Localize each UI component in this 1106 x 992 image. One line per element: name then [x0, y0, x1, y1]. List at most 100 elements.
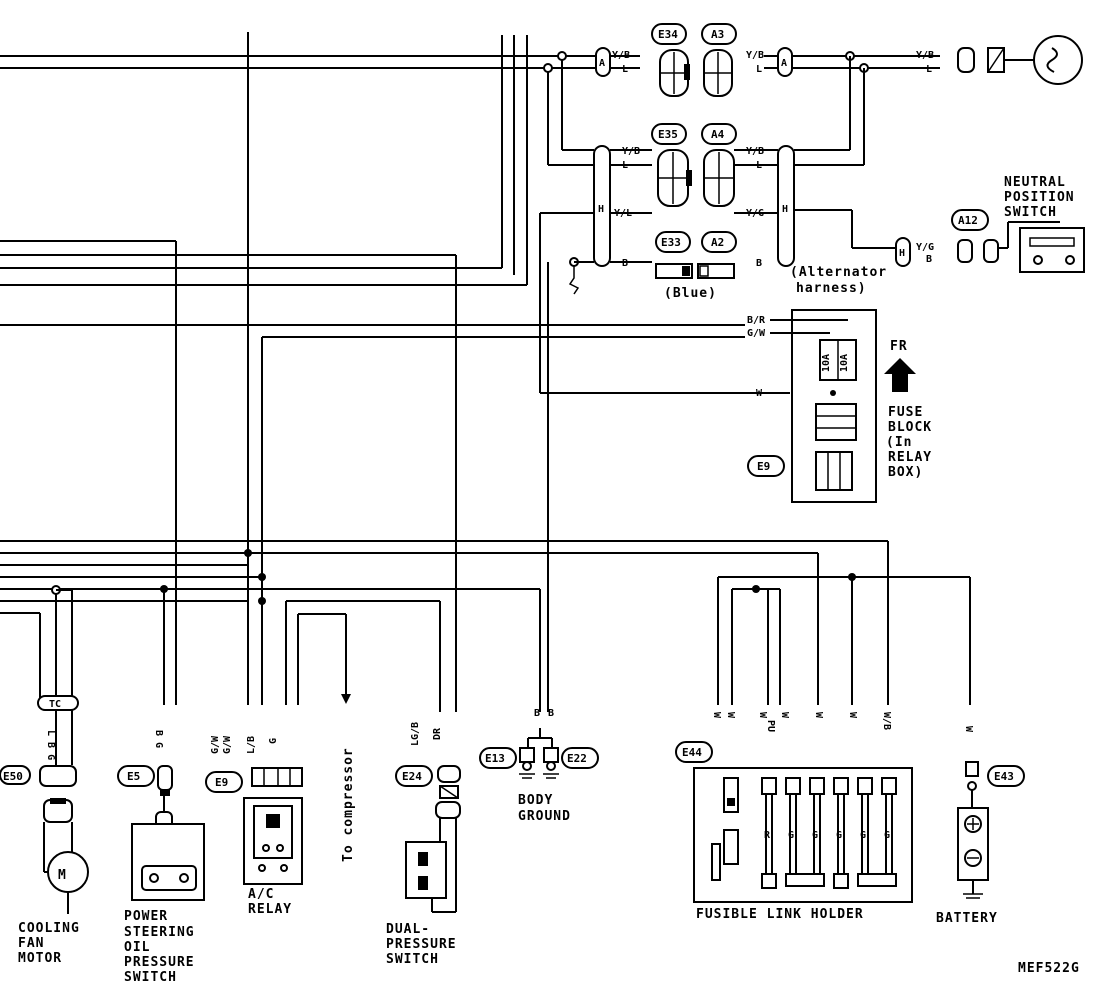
- wire-g-2: G: [788, 830, 794, 841]
- wire-w-4: W: [757, 712, 768, 719]
- wire-g-6: G: [884, 830, 890, 841]
- fr-arrow-icon: [884, 358, 916, 392]
- connector-a12: A12: [958, 214, 978, 227]
- wire-b-5: B: [548, 708, 554, 719]
- lower-bus-wires: [0, 262, 971, 712]
- svg-text:RELAY: RELAY: [248, 902, 292, 917]
- svg-text:DUAL-: DUAL-: [386, 922, 430, 937]
- wire-b: B: [622, 258, 628, 269]
- svg-text:A: A: [781, 58, 787, 69]
- battery: E43 BATTERY: [936, 761, 1025, 926]
- figure-code: MEF522G: [1018, 961, 1080, 976]
- connector-a2: A2: [711, 236, 724, 249]
- svg-text:FAN: FAN: [18, 936, 44, 951]
- top-left-wires: [0, 32, 745, 712]
- svg-text:PRESSURE: PRESSURE: [124, 955, 195, 970]
- wire-w-3: W: [725, 712, 736, 719]
- wire-yl: Y/L: [614, 208, 632, 219]
- connector-e9-top: E9: [757, 460, 770, 473]
- connector-e33: E33: [661, 236, 681, 249]
- wire-lb: L/B: [246, 736, 257, 754]
- neutral-switch-icon: [1019, 227, 1085, 273]
- connector-e44: E44: [682, 746, 702, 759]
- svg-text:STEERING: STEERING: [124, 925, 195, 940]
- fuse-10a-1: 10A: [821, 354, 832, 372]
- connector-e22: E22: [567, 752, 587, 765]
- svg-text:A: A: [599, 58, 605, 69]
- wire-wb: W/B: [881, 712, 892, 730]
- svg-text:SWITCH: SWITCH: [124, 970, 177, 985]
- wire-r: R: [764, 830, 771, 841]
- wire-w-8: W: [963, 726, 974, 733]
- wire-b-2: B: [756, 258, 762, 269]
- svg-text:FUSE: FUSE: [888, 405, 923, 420]
- svg-text:harness): harness): [796, 281, 867, 296]
- svg-text:GROUND: GROUND: [518, 809, 571, 824]
- cooling-fan-motor: TC L B G E50 M COOLING FAN MOTOR: [0, 695, 89, 966]
- to-compressor: To compressor: [341, 747, 356, 862]
- wire-l-2: L: [756, 64, 762, 75]
- svg-text:PRESSURE: PRESSURE: [386, 937, 457, 952]
- wire-yb-5: Y/B: [746, 146, 764, 157]
- battery-icon: [957, 807, 989, 881]
- ac-relay: G/W G/W L/B G E9 A/C RELAY To compressor: [205, 735, 356, 917]
- svg-text:OIL: OIL: [124, 940, 150, 955]
- wire-b-4: B: [534, 708, 540, 719]
- svg-text:POWER: POWER: [124, 909, 168, 924]
- svg-text:NEUTRAL: NEUTRAL: [1004, 175, 1066, 190]
- wire-gw-2: G/W: [210, 735, 221, 754]
- wire-yb-2: Y/B: [746, 50, 764, 61]
- wire-w-7: W: [847, 712, 858, 719]
- connector-e50: E50: [3, 770, 23, 783]
- connector-e35: E35: [658, 128, 678, 141]
- wire-g-4: G: [836, 830, 842, 841]
- wire-bg: B G: [153, 730, 164, 748]
- wire-l: L: [622, 64, 628, 75]
- wire-yg-2: Y/G: [916, 242, 934, 253]
- wire-w-2: W: [711, 712, 722, 719]
- svg-text:COOLING: COOLING: [18, 921, 80, 936]
- wire-g: G: [268, 738, 279, 744]
- dual-pressure-switch: LG/B DR E24 DUAL- PRESSURE SWITCH: [386, 722, 461, 967]
- connector-tc: TC: [49, 699, 61, 710]
- svg-text:POSITION: POSITION: [1004, 190, 1075, 205]
- wire-g-3: G: [812, 830, 818, 841]
- wire-l-4: L: [622, 160, 628, 171]
- wire-br: B/R: [747, 315, 766, 326]
- power-steering-switch: B G E5 POWER STEERING OIL PRESSURE SWITC…: [117, 730, 205, 985]
- svg-text:BODY: BODY: [518, 793, 553, 808]
- svg-text:M: M: [58, 868, 67, 883]
- blue-label: (Blue): [664, 286, 717, 301]
- connector-e13: E13: [485, 752, 505, 765]
- svg-text:(In: (In: [886, 435, 912, 450]
- wire-g-5: G: [860, 830, 866, 841]
- svg-text:SWITCH: SWITCH: [1004, 205, 1057, 220]
- svg-text:H: H: [782, 204, 788, 215]
- wire-w: W: [756, 388, 763, 399]
- connector-e9-bottom: E9: [215, 776, 228, 789]
- svg-text:H: H: [598, 204, 604, 215]
- top-connector-group: A Y/B L E34 A3 Y/B L A Y/B L: [543, 23, 1083, 165]
- wire-w-5: W: [779, 712, 790, 719]
- wire-gw-3: G/W: [222, 735, 233, 754]
- connector-e34: E34: [658, 28, 678, 41]
- alternator-icon: [1033, 35, 1083, 85]
- fan-motor-icon: [47, 851, 89, 893]
- wire-dr: DR: [432, 727, 443, 740]
- svg-text:(Alternator: (Alternator: [790, 265, 887, 280]
- wire-l-3: L: [926, 64, 932, 75]
- wire-lbg: L B G: [45, 730, 56, 760]
- wire-b-3: B: [926, 254, 932, 265]
- svg-text:A/C: A/C: [248, 887, 274, 902]
- middle-connector-group: H Y/B L Y/L B E35 A4 Y/B L Y/G B: [539, 123, 1085, 394]
- wire-yb-4: Y/B: [622, 146, 640, 157]
- svg-text:H: H: [899, 248, 905, 259]
- svg-text:BLOCK: BLOCK: [888, 420, 932, 435]
- svg-text:BOX): BOX): [888, 465, 923, 480]
- svg-text:SWITCH: SWITCH: [386, 952, 439, 967]
- connector-e5: E5: [127, 770, 140, 783]
- wire-yb: Y/B: [612, 50, 630, 61]
- wire-pu: PU: [765, 720, 776, 732]
- fuse-block: B/R G/W W 10A 10A E9 FR FUSE BLOCK (In R…: [261, 309, 932, 705]
